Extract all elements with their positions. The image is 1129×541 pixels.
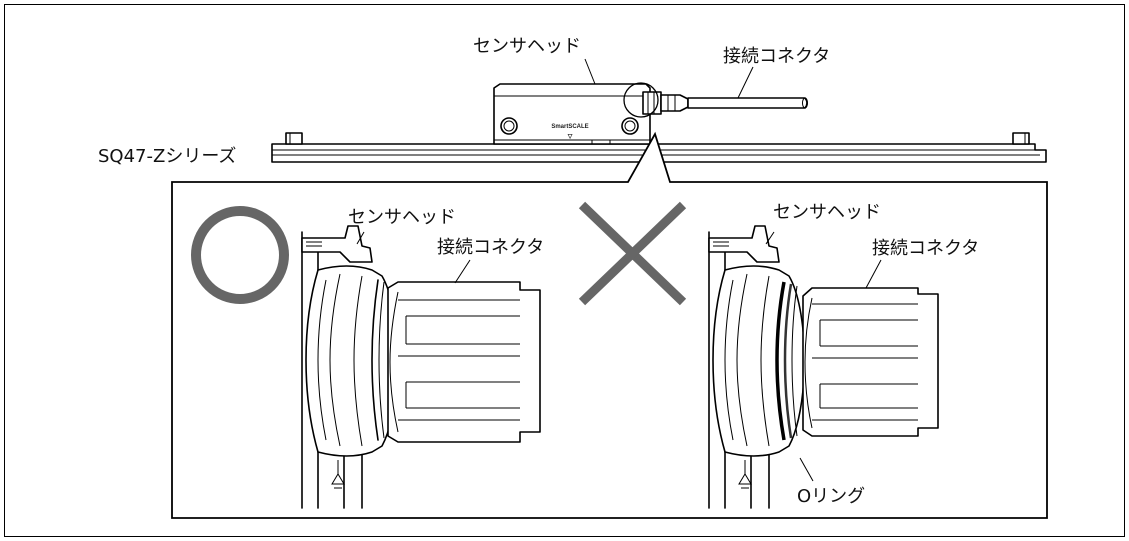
sensor-head-top: SmartSCALE ▽ [493, 83, 651, 145]
connector-top [642, 91, 808, 115]
leader-sensor-head-good [356, 231, 365, 245]
good-connection-detail [301, 225, 541, 509]
zoom-circle [623, 82, 659, 118]
label-sensor-head-top: センサヘッド [473, 36, 581, 57]
leader-sensor-head-bad [765, 231, 775, 245]
label-o-ring: Oリング [797, 486, 865, 507]
label-connector-good: 接続コネクタ [437, 237, 544, 258]
label-sensor-head-bad: センサヘッド [773, 202, 881, 223]
circle-mark [191, 206, 289, 304]
leader-connector-good [454, 259, 471, 284]
leader-connector-bad [865, 259, 882, 289]
label-connector-bad: 接続コネクタ [872, 238, 979, 259]
leader-o-ring [799, 457, 814, 482]
cable [687, 97, 808, 109]
scale-assembly: SmartSCALE ▽ [271, 82, 1047, 163]
leader-connector [737, 66, 754, 99]
label-series-name: SQ47-Zシリーズ [98, 146, 236, 167]
cross-mark [578, 201, 687, 306]
bad-connection-detail [708, 225, 939, 509]
triangle-mark: ▽ [567, 134, 573, 140]
left-mount [285, 132, 303, 145]
outer-frame [4, 4, 1125, 537]
o-ring [775, 281, 786, 441]
right-mount [1012, 132, 1030, 145]
label-connector-top: 接続コネクタ [723, 46, 830, 67]
label-sensor-head-good: センサヘッド [348, 207, 456, 228]
brand-mark: SmartSCALE [551, 124, 588, 130]
leader-sensor-head [584, 58, 596, 85]
